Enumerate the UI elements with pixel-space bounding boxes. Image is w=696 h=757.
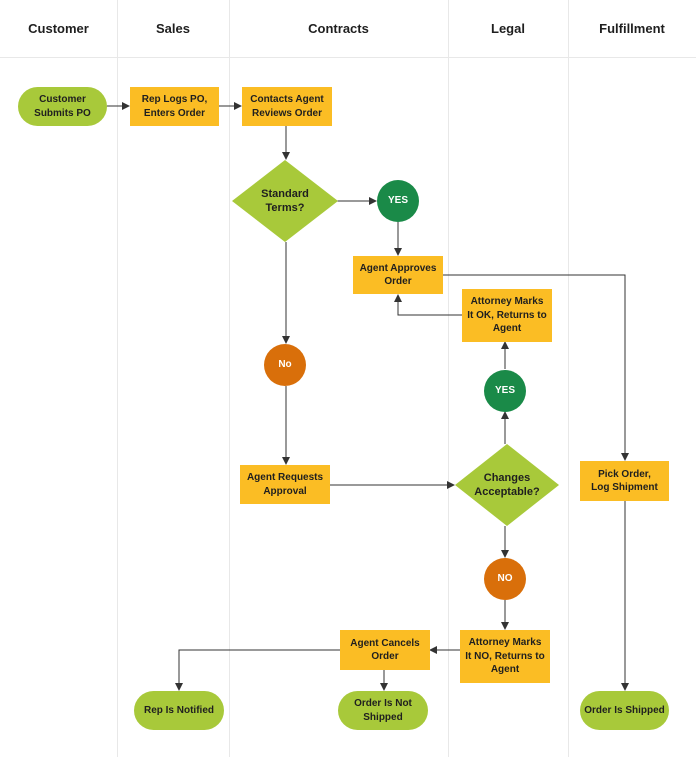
attorney-marks-no-process: Attorney Marks It NO, Returns to Agent <box>460 630 550 683</box>
standard-terms-label: Standard Terms? <box>261 187 309 214</box>
yes-connector-circle: YES <box>377 180 419 222</box>
decision-diamond-shape <box>232 160 338 242</box>
no-connector-circle: NO <box>484 558 526 600</box>
lane-header-fulfillment: Fulfillment <box>568 0 696 58</box>
lane-divider <box>229 0 230 757</box>
lane-divider <box>568 0 569 757</box>
lane-header-contracts: Contracts <box>229 0 448 58</box>
changes-acceptable-decision: Changes Acceptable? <box>455 444 559 526</box>
lane-divider <box>448 0 449 757</box>
customer-submits-po-terminal: Customer Submits PO <box>18 87 107 126</box>
standard-terms-decision: Standard Terms? <box>232 160 338 242</box>
edge-approves-to-pick <box>443 274 629 461</box>
yes-connector-circle: YES <box>484 370 526 412</box>
edge-cancels-to-notified <box>175 649 340 691</box>
changes-acceptable-label: Changes Acceptable? <box>474 471 540 498</box>
attorney-marks-ok-process: Attorney Marks It OK, Returns to Agent <box>462 289 552 342</box>
order-shipped-terminal: Order Is Shipped <box>580 691 669 730</box>
lane-header-legal: Legal <box>448 0 568 58</box>
agent-cancels-process: Agent Cancels Order <box>340 630 430 670</box>
lane-header-customer: Customer <box>0 0 117 58</box>
no-connector-circle: No <box>264 344 306 386</box>
rep-logs-po-process: Rep Logs PO, Enters Order <box>130 87 219 126</box>
rep-notified-terminal: Rep Is Notified <box>134 691 224 730</box>
lane-header-sales: Sales <box>117 0 229 58</box>
agent-requests-process: Agent Requests Approval <box>240 465 330 504</box>
order-not-shipped-terminal: Order Is Not Shipped <box>338 691 428 730</box>
contacts-agent-process: Contacts Agent Reviews Order <box>242 87 332 126</box>
lane-divider <box>117 0 118 757</box>
agent-approves-process: Agent Approves Order <box>353 256 443 294</box>
decision-diamond-shape <box>455 444 559 526</box>
pick-order-process: Pick Order, Log Shipment <box>580 461 669 501</box>
